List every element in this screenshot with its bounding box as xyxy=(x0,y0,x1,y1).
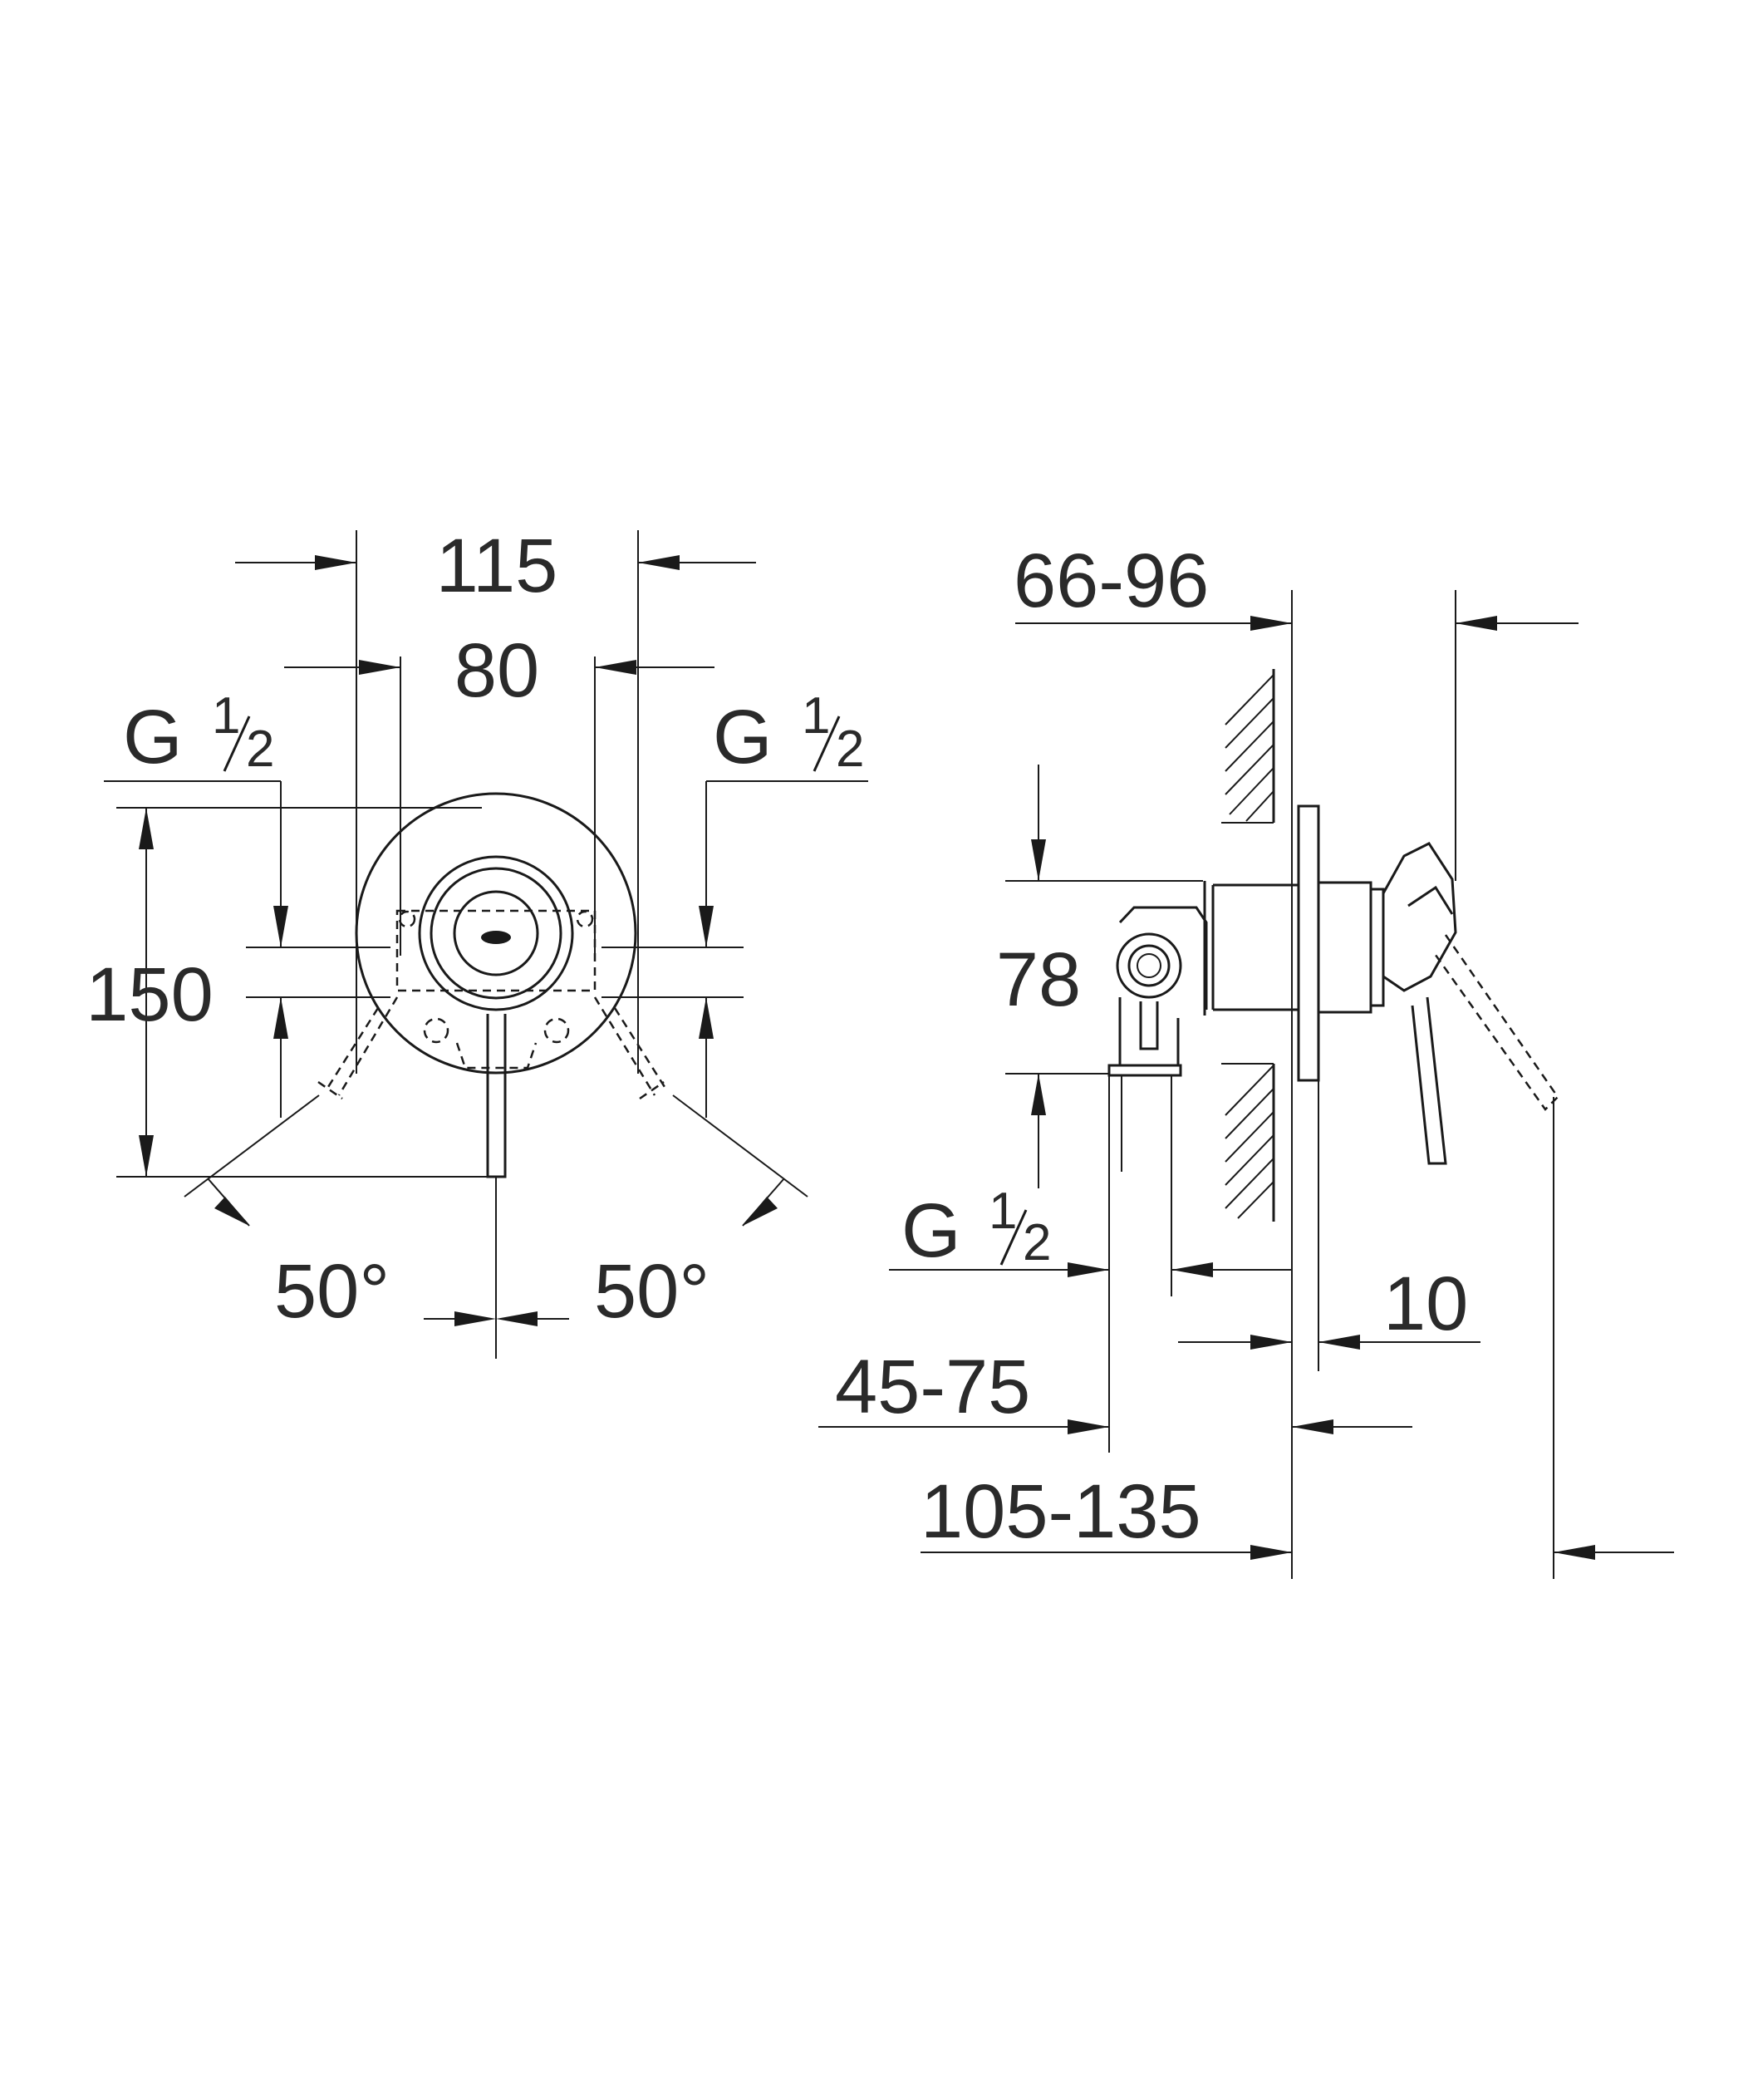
dim-115-label: 115 xyxy=(436,524,558,608)
dim-78: 78 xyxy=(996,765,1081,1188)
dim-150: 150 xyxy=(86,808,214,1177)
svg-text:G: G xyxy=(901,1188,961,1273)
dim-105-135: 105-135 xyxy=(921,1469,1674,1560)
mixer-body-side xyxy=(1203,881,1385,1016)
dim-66-96-label: 66-96 xyxy=(1014,539,1209,623)
thread-side: G 1 2 xyxy=(889,1183,1292,1277)
svg-text:G: G xyxy=(713,695,773,780)
front-extension-lines xyxy=(116,530,744,1359)
svg-text:2: 2 xyxy=(1023,1214,1051,1271)
front-view: 115 80 150 G 1 2 xyxy=(86,524,868,1359)
dim-45-75-label: 45-75 xyxy=(835,1345,1030,1429)
svg-text:1: 1 xyxy=(802,687,830,745)
dim-105-135-label: 105-135 xyxy=(921,1469,1201,1554)
cartridge-cap xyxy=(453,890,539,976)
angle-right-label: 50° xyxy=(594,1249,710,1334)
wall-section xyxy=(1221,669,1293,1222)
angle-left: 50° xyxy=(184,1094,496,1334)
dim-10-label: 10 xyxy=(1383,1261,1468,1346)
svg-text:G: G xyxy=(123,695,183,780)
svg-text:2: 2 xyxy=(836,720,864,778)
dim-10: 10 xyxy=(1178,1261,1480,1350)
svg-text:1: 1 xyxy=(989,1183,1017,1240)
thread-right: G 1 2 xyxy=(699,687,868,1118)
side-escutcheon xyxy=(1297,804,1320,1082)
side-extension-lines xyxy=(1005,590,1554,1579)
thread-left: G 1 2 xyxy=(104,687,288,1118)
angle-left-label: 50° xyxy=(274,1249,390,1334)
lever-side xyxy=(1382,842,1559,1165)
dim-66-96: 66-96 xyxy=(1014,539,1579,631)
dim-78-label: 78 xyxy=(996,937,1081,1022)
cartridge-body xyxy=(418,855,574,1011)
dim-150-label: 150 xyxy=(86,952,214,1037)
svg-text:1: 1 xyxy=(212,687,240,745)
inlet-connector xyxy=(1107,906,1208,1296)
angle-right: 50° xyxy=(496,1094,808,1334)
cartridge-slot xyxy=(481,931,511,944)
cartridge-ring xyxy=(430,867,562,1000)
concealed-body xyxy=(317,909,666,1100)
lever-handle xyxy=(486,1014,507,1178)
dim-80: 80 xyxy=(284,628,714,713)
dim-115: 115 xyxy=(235,524,756,608)
dim-80-label: 80 xyxy=(454,628,539,713)
svg-text:2: 2 xyxy=(246,720,274,778)
dim-45-75: 45-75 xyxy=(818,1345,1412,1434)
side-view: 66-96 78 G 1 2 10 xyxy=(818,539,1674,1579)
